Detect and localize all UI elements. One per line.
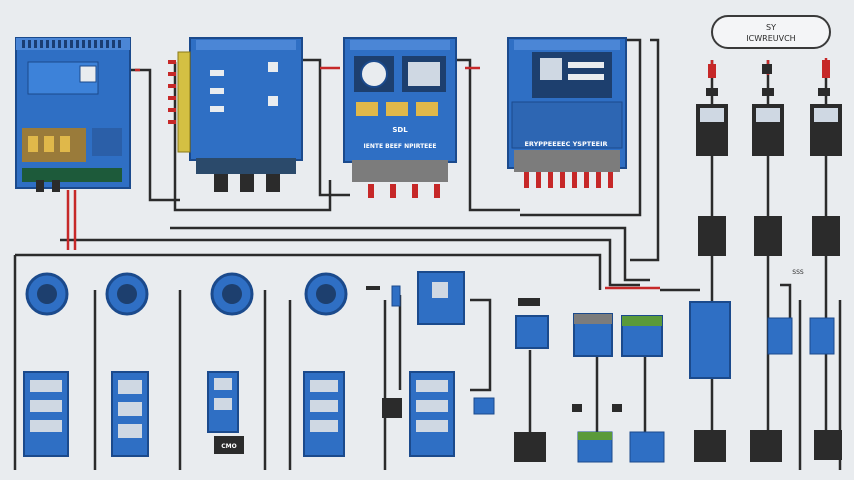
terminal-module-1 (514, 315, 549, 462)
connector-icon (366, 285, 401, 307)
title-badge-line2: ICWREUVCH (746, 34, 795, 43)
controller-board-3: SDL IENTE BEEF NPIRTEEE (343, 37, 457, 198)
board-3-caption: IENTE BEEF NPIRTEEE (364, 143, 437, 150)
switch-stack-right (809, 104, 842, 460)
relay-unit (382, 271, 495, 457)
header-pins (22, 40, 121, 48)
controller-board-2 (168, 37, 303, 192)
terminal-module-2 (573, 313, 613, 463)
controller-board-1 (15, 37, 131, 192)
title-badge-line1: SY (766, 23, 776, 32)
terminal-module-3 (621, 315, 665, 463)
stack-connectors (706, 64, 830, 96)
board-3-label: SDL (392, 126, 408, 134)
switch-icon (518, 298, 622, 412)
device-tag: CMO (221, 443, 236, 450)
switch-row-label: SSS (792, 269, 804, 276)
board-4-caption: ERYPPEEEEC YSPTEEIR (524, 140, 607, 148)
switch-stack-left (689, 104, 731, 462)
switch-stack-middle (750, 104, 793, 462)
meter-unit-2 (105, 272, 149, 457)
controller-board-4: ERYPPEEEEC YSPTEEIR (507, 37, 627, 188)
title-badge: SY ICWREUVCH (711, 15, 831, 49)
meter-unit-1 (23, 272, 69, 457)
fuse-indicators (708, 60, 830, 78)
gauge-icon (360, 60, 388, 88)
meter-unit-4 (303, 272, 348, 457)
meter-unit-3: CMO (207, 272, 254, 454)
